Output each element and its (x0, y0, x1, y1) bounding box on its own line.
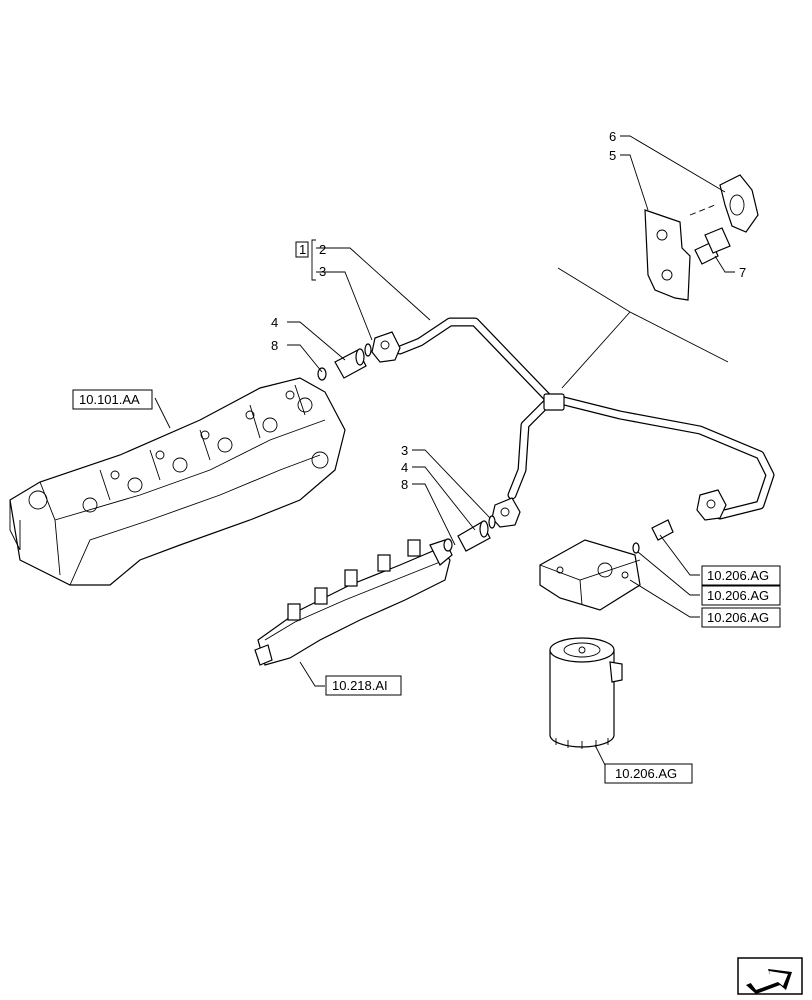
callout-2: 2 (319, 242, 326, 257)
ref-engine-box[interactable] (72, 389, 153, 410)
fuel-filter-cartridge (549, 637, 623, 749)
ref-rail-box[interactable] (325, 675, 402, 696)
filter-head (539, 539, 641, 611)
ref-engine[interactable]: 10.101.AA (79, 392, 140, 407)
callout-7: 7 (739, 265, 746, 280)
fuel-rail (254, 539, 453, 666)
banjo-bolt-upper (317, 343, 372, 381)
pipe-clamp-bracket (644, 209, 691, 301)
pipe-fittings (371, 331, 727, 528)
callout-8-upper: 8 (271, 338, 278, 353)
ref-filter-box[interactable] (604, 763, 693, 784)
reference-labels: 10.101.AA 10.218.AI 10.206.AG 10.206.AG … (72, 389, 781, 784)
engine-cylinder-head (9, 377, 346, 586)
section-lines (557, 267, 729, 389)
callout-3-upper: 3 (319, 264, 326, 279)
next-page-arrow-icon[interactable] (737, 957, 803, 995)
filter-head-bolt (632, 519, 674, 554)
callout-5: 5 (609, 148, 616, 163)
callout-1-box (295, 241, 309, 258)
banjo-bolt-lower (443, 515, 496, 552)
ref-filter[interactable]: 10.206.AG (615, 766, 677, 781)
ref-ag-3[interactable]: 10.206.AG (707, 610, 769, 625)
ref-ag-1-box[interactable] (701, 565, 781, 586)
ref-ag-3-box[interactable] (701, 607, 781, 628)
callout-3-lower: 3 (401, 443, 408, 458)
ref-ag-2[interactable]: 10.206.AG (707, 588, 769, 603)
pipe-clamp (689, 174, 759, 233)
ref-rail[interactable]: 10.218.AI (332, 678, 388, 693)
callout-4-lower: 4 (401, 460, 408, 475)
ref-ag-2-box[interactable] (701, 585, 781, 606)
callout-6: 6 (609, 129, 616, 144)
fuel-pipes (395, 317, 775, 520)
callout-1: 1 (299, 242, 306, 257)
callout-4-upper: 4 (271, 315, 278, 330)
callout-8-lower: 8 (401, 477, 408, 492)
callouts: 1 2 3 4 8 6 5 7 3 4 8 (271, 129, 746, 492)
ref-ag-1[interactable]: 10.206.AG (707, 568, 769, 583)
bracket-bolt (694, 227, 731, 265)
